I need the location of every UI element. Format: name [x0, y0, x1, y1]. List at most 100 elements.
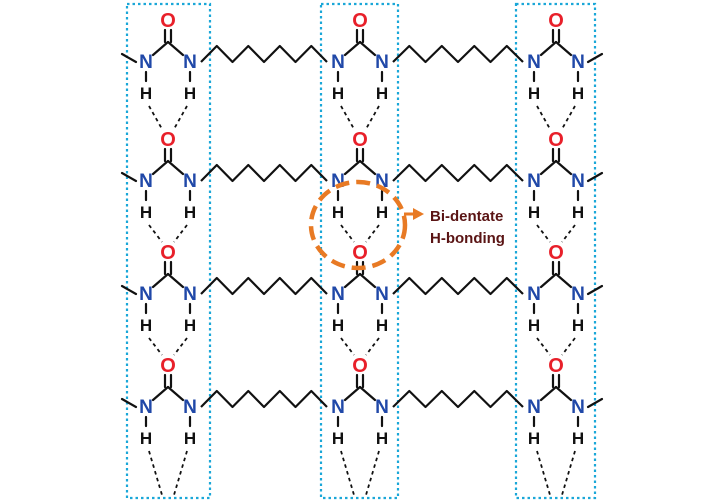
carbon-nitrogen-bond — [166, 385, 185, 402]
nitrogen-atom: N — [183, 52, 197, 73]
chain-stub — [586, 284, 604, 296]
chain-stub — [586, 397, 604, 409]
hydrogen-bond — [340, 450, 355, 496]
column-box-3 — [514, 2, 597, 500]
hydrogen-atom: H — [184, 429, 196, 448]
chain-stub — [120, 171, 138, 183]
column-boxes — [125, 2, 597, 500]
nitrogen-atom: N — [139, 284, 153, 305]
nitrogen-atom: N — [571, 284, 585, 305]
hydrogen-atom: H — [376, 316, 388, 335]
hydrogen-bond — [536, 450, 551, 496]
bidentate-callout: Bi-dentate H-bonding — [308, 179, 505, 271]
hydrogen-atom: H — [572, 429, 584, 448]
hydrogen-bond — [173, 105, 188, 130]
carbon-nitrogen-bond — [151, 385, 170, 402]
alkyl-chain — [200, 163, 328, 183]
nitrogen-atom: N — [331, 284, 345, 305]
hydrogen-atom: H — [528, 316, 540, 335]
hydrogen-bond — [365, 105, 380, 130]
hydrogen-bond — [173, 337, 188, 356]
nitrogen-atom: N — [139, 171, 153, 192]
nitrogen-atom: N — [331, 52, 345, 73]
nitrogen-atom: N — [527, 284, 541, 305]
alkyl-chain — [200, 389, 328, 409]
carbon-nitrogen-bond — [151, 272, 170, 289]
nitrogen-atom: N — [571, 171, 585, 192]
oxygen-atom: O — [160, 355, 176, 377]
hydrogen-atom: H — [184, 203, 196, 222]
hydrogen-atom: H — [376, 84, 388, 103]
carbon-nitrogen-bond — [358, 385, 377, 402]
carbon-nitrogen-bond — [151, 40, 170, 57]
carbon-nitrogen-bond — [166, 272, 185, 289]
hydrogen-bond — [148, 450, 163, 496]
hydrogen-atom: H — [376, 203, 388, 222]
alkyl-chain — [200, 276, 328, 296]
hydrogen-bond — [536, 224, 551, 243]
oxygen-atom: O — [352, 242, 368, 264]
hydrogen-atom: H — [140, 203, 152, 222]
alkyl-chains — [200, 44, 524, 409]
nitrogen-atom: N — [139, 52, 153, 73]
alkyl-chain — [392, 44, 524, 64]
chain-stub — [586, 171, 604, 183]
hydrogen-atom: H — [376, 429, 388, 448]
nitrogen-atom: N — [375, 52, 389, 73]
hydrogen-atom: H — [572, 203, 584, 222]
nitrogen-atom: N — [331, 397, 345, 418]
carbon-nitrogen-bond — [343, 385, 362, 402]
hydrogen-atom: H — [572, 316, 584, 335]
nitrogen-atom: N — [571, 397, 585, 418]
hydrogen-bond — [561, 105, 576, 130]
column-box-2 — [319, 2, 400, 500]
oxygen-atom: O — [160, 242, 176, 264]
hydrogen-bond — [365, 224, 380, 243]
alkyl-chain — [392, 276, 524, 296]
hydrogen-bond — [561, 224, 576, 243]
chain-stub — [120, 397, 138, 409]
oxygen-atom: O — [548, 129, 564, 151]
carbon-nitrogen-bond — [539, 385, 558, 402]
carbon-nitrogen-bond — [554, 40, 573, 57]
hydrogen-bond — [561, 450, 576, 496]
hydrogen-bond — [365, 337, 380, 356]
nitrogen-atom: N — [527, 171, 541, 192]
nitrogen-atom: N — [527, 52, 541, 73]
nitrogen-atom: N — [527, 397, 541, 418]
hydrogen-bond — [561, 337, 576, 356]
carbon-nitrogen-bond — [539, 40, 558, 57]
hydrogen-bond — [148, 224, 163, 243]
nitrogen-atom: N — [375, 284, 389, 305]
oxygen-atom: O — [352, 129, 368, 151]
hydrogen-bond — [536, 105, 551, 130]
column-box-1 — [125, 2, 212, 500]
hydrogen-atom: H — [572, 84, 584, 103]
carbon-nitrogen-bond — [539, 272, 558, 289]
callout-label-line2: H-bonding — [430, 230, 505, 247]
alkyl-chain — [200, 44, 328, 64]
oxygen-atom: O — [160, 10, 176, 32]
nitrogen-atom: N — [571, 52, 585, 73]
hydrogen-bond — [365, 450, 380, 496]
carbon-nitrogen-bond — [554, 159, 573, 176]
callout-arrow-head — [413, 208, 424, 220]
hydrogen-bond — [340, 337, 355, 356]
carbon-nitrogen-bond — [151, 159, 170, 176]
hydrogen-atom: H — [184, 84, 196, 103]
carbon-nitrogen-bond — [343, 159, 362, 176]
carbon-nitrogen-bond — [554, 272, 573, 289]
hydrogen-atom: H — [528, 429, 540, 448]
chain-stub — [120, 52, 138, 64]
oxygen-atom: O — [548, 10, 564, 32]
hydrogen-bond — [536, 337, 551, 356]
